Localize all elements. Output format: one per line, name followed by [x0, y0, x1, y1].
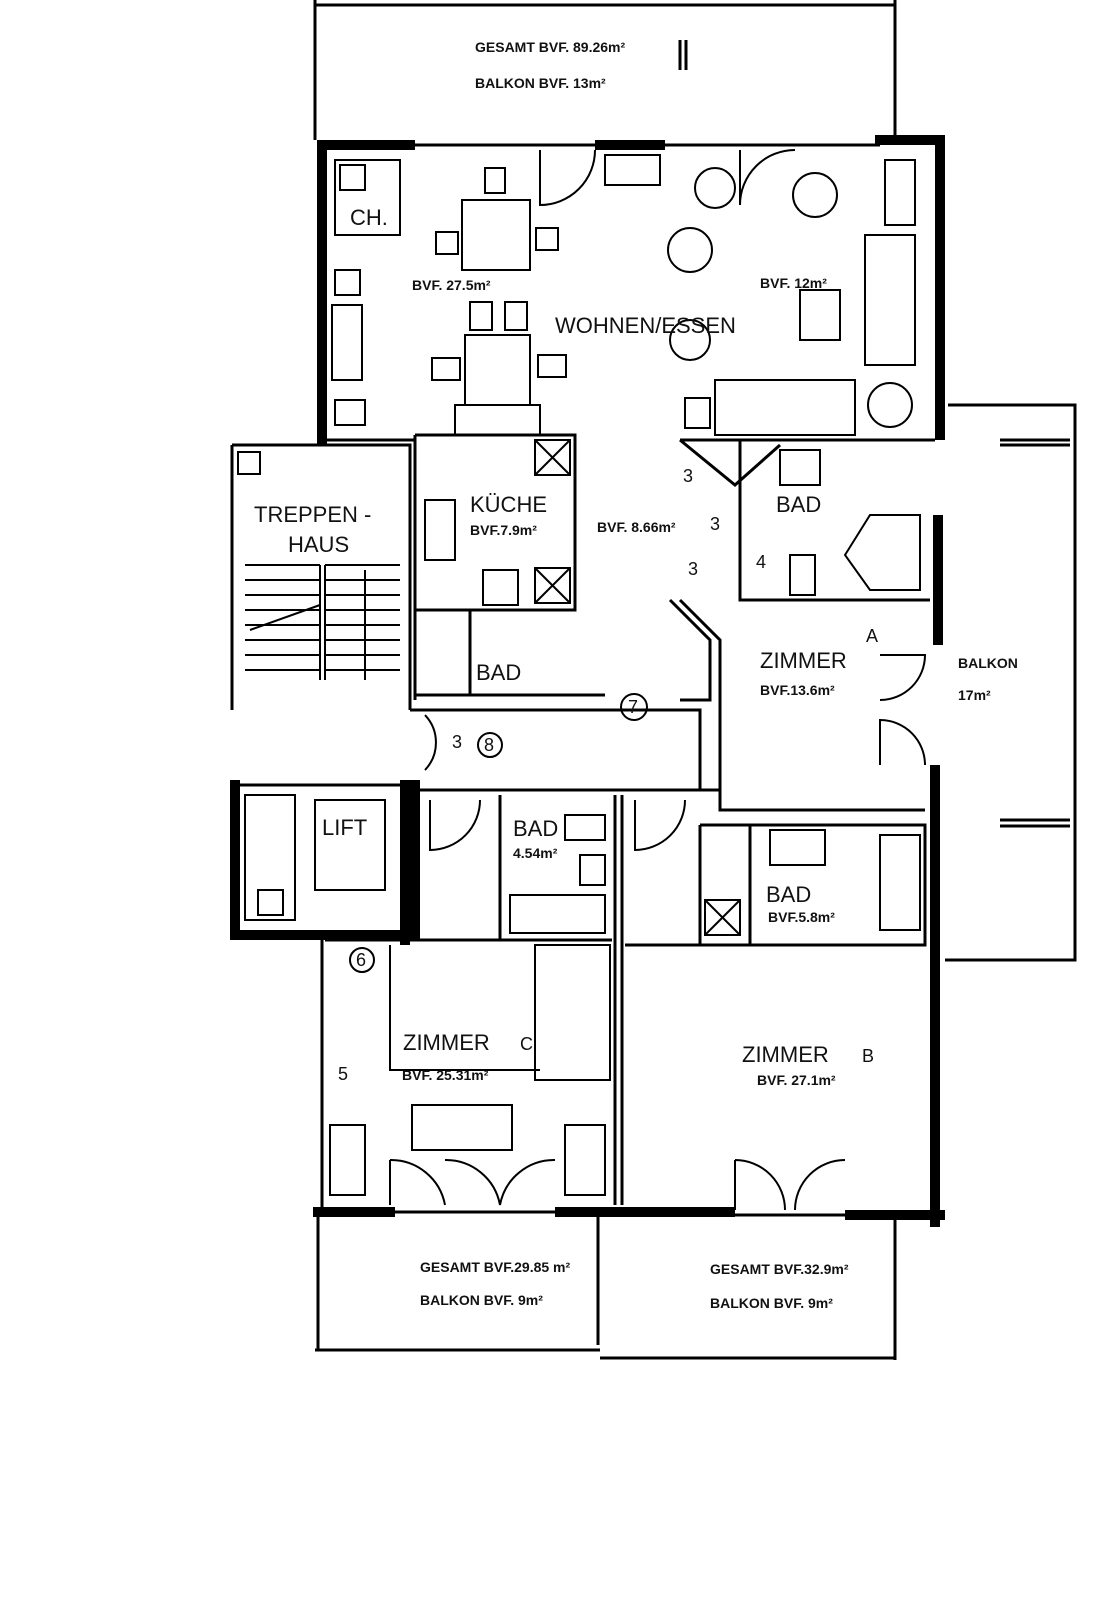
- balcony-right: [945, 403, 1077, 962]
- top-total-area: GESAMT BVF. 89.26m²: [475, 39, 625, 55]
- bottom-right-balcony-area: BALKON BVF. 9m²: [710, 1295, 833, 1311]
- marker: 8: [484, 735, 494, 755]
- marker: 4: [756, 552, 766, 572]
- flur-area: BVF. 8.66m²: [597, 519, 676, 535]
- right-balcony-label: BALKON: [958, 655, 1018, 671]
- zimmer-b-area: BVF. 27.1m²: [757, 1072, 836, 1088]
- cheminee-label: CH.: [350, 205, 388, 230]
- balcony-top: [313, 0, 897, 140]
- marker: 3: [452, 732, 462, 752]
- top-balcony-area: BALKON BVF. 13m²: [475, 75, 606, 91]
- marker: 6: [356, 950, 366, 970]
- furniture: [329, 154, 921, 1196]
- bad-top-label: BAD: [776, 492, 821, 517]
- bottom-right-total-area: GESAMT BVF.32.9m²: [710, 1261, 849, 1277]
- room-labels: CH. BVF. 27.5m² BVF. 12m² WOHNEN/ESSEN T…: [254, 205, 878, 1088]
- exterior-walls: [230, 135, 945, 1227]
- bad-kitchen-label: BAD: [476, 660, 521, 685]
- lift-shaft: [244, 794, 386, 921]
- treppenhaus-label-1: TREPPEN -: [254, 502, 371, 527]
- bad-c-label: BAD: [513, 816, 558, 841]
- zimmer-a-area: BVF.13.6m²: [760, 682, 835, 698]
- zimmer-c-suffix: C: [520, 1034, 533, 1054]
- balcony-labels: GESAMT BVF. 89.26m² BALKON BVF. 13m² GES…: [420, 39, 1018, 1311]
- marker: 3: [710, 514, 720, 534]
- treppenhaus-label-2: HAUS: [288, 532, 349, 557]
- bottom-left-balcony-area: BALKON BVF. 9m²: [420, 1292, 543, 1308]
- wohnen-essen-label: WOHNEN/ESSEN: [555, 313, 736, 338]
- kueche-area: BVF.7.9m²: [470, 522, 537, 538]
- zimmer-a-label: ZIMMER: [760, 648, 847, 673]
- zimmer-c-label: ZIMMER: [403, 1030, 490, 1055]
- marker: 3: [688, 559, 698, 579]
- marker: 3: [683, 466, 693, 486]
- living-area-right: BVF. 12m²: [760, 275, 827, 291]
- balcony-bottom: [315, 1215, 897, 1360]
- bottom-left-total-area: GESAMT BVF.29.85 m²: [420, 1259, 570, 1275]
- markers: 3 3 3 4 7 3 8 6 5: [338, 466, 766, 1084]
- right-balcony-area: 17m²: [958, 687, 991, 703]
- interior-walls: [230, 433, 935, 1205]
- lift-label: LIFT: [322, 815, 367, 840]
- zimmer-a-suffix: A: [866, 626, 878, 646]
- doors: [389, 149, 927, 1211]
- living-area-left: BVF. 27.5m²: [412, 277, 491, 293]
- bad-b-area: BVF.5.8m²: [768, 909, 835, 925]
- bad-c-area: 4.54m²: [513, 845, 558, 861]
- stairs: [237, 451, 400, 680]
- zimmer-b-label: ZIMMER: [742, 1042, 829, 1067]
- bad-b-label: BAD: [766, 882, 811, 907]
- marker: 5: [338, 1064, 348, 1084]
- zimmer-c-area: BVF. 25.31m²: [402, 1067, 489, 1083]
- marker: 7: [628, 697, 638, 717]
- zimmer-b-suffix: B: [862, 1046, 874, 1066]
- kueche-label: KÜCHE: [470, 492, 547, 517]
